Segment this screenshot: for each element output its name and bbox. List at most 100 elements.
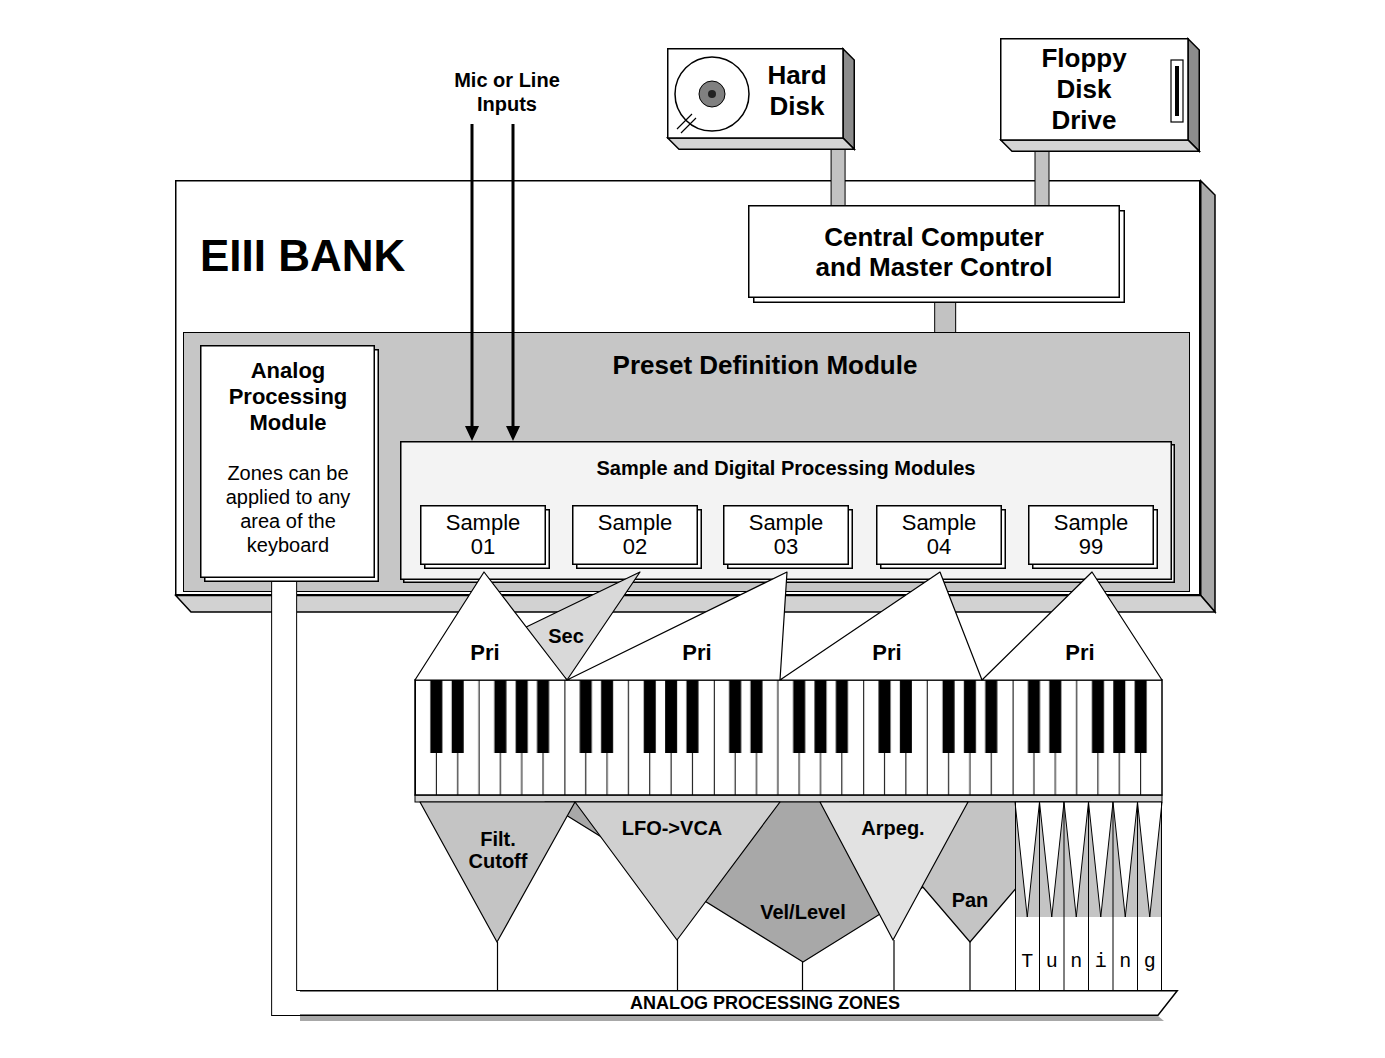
disk-arm <box>677 114 696 133</box>
floppy-drive-box-text: Floppy Disk Drive <box>1028 43 1140 136</box>
text-slot: Floppy Disk Drive <box>1028 43 1140 136</box>
primary-zone: Pri <box>780 572 982 680</box>
primary-zone-text: Pri <box>667 640 727 666</box>
processing-zone-text: Filt. Cutoff <box>459 828 537 872</box>
sample-box-text: Sample 04 <box>896 511 982 559</box>
primary-zone: Pri <box>982 572 1162 680</box>
text-slot: Central Computer and Master Control <box>803 222 1065 282</box>
pipe-outline <box>934 303 956 332</box>
zone-line <box>893 940 894 990</box>
zones-bar-text: ANALOG PROCESSING ZONES <box>565 993 965 1013</box>
sample-box: Sample 02 <box>572 505 702 569</box>
box-side-face <box>1188 39 1199 152</box>
text-slot: LFO->VCA <box>607 816 737 840</box>
zone-triangle <box>420 802 575 942</box>
tuning-zones: Tuning <box>1015 802 1162 990</box>
floppy-drive-box: Floppy Disk Drive <box>1000 38 1200 152</box>
processing-zone-text: LFO->VCA <box>607 816 737 840</box>
analog-module-box: Analog Processing ModuleZones can be app… <box>200 345 379 582</box>
input-label: Mic or Line Inputs <box>443 68 571 116</box>
connector-pipe <box>945 303 946 332</box>
tuning-triangle <box>1089 802 1114 917</box>
text-slot: Sample 04 <box>896 511 982 559</box>
input-arrow-shaft <box>512 124 515 428</box>
sample-box: Sample 99 <box>1028 505 1158 569</box>
text-slot: Filt. Cutoff <box>459 828 537 872</box>
primary-zone-text: Pri <box>1050 640 1110 666</box>
zones-bar: ANALOG PROCESSING ZONES <box>300 990 1178 1022</box>
connector-line <box>677 940 678 990</box>
pipe-body <box>832 150 845 205</box>
analog-module-box-text: Zones can be applied to any area of the … <box>213 461 363 557</box>
text-slot: Sample 01 <box>440 511 526 559</box>
primary-zone: Pri <box>415 572 567 680</box>
box-side-face <box>843 49 854 150</box>
text-slot: Vel/Level <box>743 900 863 924</box>
text-slot: Pan <box>940 888 1000 912</box>
processing-zone: Arpeg. <box>820 802 968 940</box>
box-bottom-face <box>668 138 855 149</box>
bar-shadow <box>300 1016 1164 1021</box>
connector-pipe <box>1042 152 1043 205</box>
primary-zone: Pri <box>567 572 787 680</box>
bank-front-face <box>176 181 1200 595</box>
input-arrow-head <box>506 426 520 441</box>
disk-hub <box>699 81 725 107</box>
keyboard-base <box>415 795 1162 802</box>
connector-line <box>802 962 803 990</box>
preset-module-panel: Preset Definition Module Analog Processin… <box>183 332 1190 592</box>
text-slot: Sample 03 <box>743 511 829 559</box>
card-front <box>1029 506 1154 565</box>
text-slot: Tuning <box>1021 950 1171 974</box>
primary-zone-text: Pri <box>857 640 917 666</box>
zone-line <box>802 962 803 990</box>
text-slot: Pri <box>857 640 917 666</box>
processing-zone-outline <box>420 802 575 942</box>
text-slot: Arpeg. <box>848 816 938 840</box>
processing-zone: LFO->VCA <box>575 802 780 940</box>
sample-box-text: Sample 02 <box>592 511 678 559</box>
card-front <box>401 442 1172 580</box>
sample-box: Sample 01 <box>420 505 550 569</box>
pipe-body <box>1036 152 1049 205</box>
hard-disk-box-outline <box>667 48 855 150</box>
sample-box: Sample 03 <box>723 505 853 569</box>
text-slot: Pri <box>667 640 727 666</box>
keyboard <box>415 680 1162 795</box>
text-slot: Hard Disk <box>755 60 839 122</box>
text-slot: Pri <box>455 640 515 666</box>
sample-box-text: Sample 01 <box>440 511 526 559</box>
pipe-outline <box>284 582 300 1003</box>
zone-line <box>677 940 678 990</box>
processing-zone-text: Arpeg. <box>848 816 938 840</box>
hard-disk-box-text: Hard Disk <box>755 60 839 122</box>
tuning-triangle <box>1138 802 1163 917</box>
card-front <box>877 506 1002 565</box>
bar-band <box>300 991 1177 1016</box>
card-front <box>749 206 1120 298</box>
sample-module-panel-text: Sample and Digital Processing Modules <box>436 456 1136 480</box>
input-arrow-head <box>465 426 479 441</box>
card-front <box>201 346 375 578</box>
text-slot: Sample 99 <box>1048 511 1134 559</box>
processing-zone-text: Pan <box>940 888 1000 912</box>
zone-triangle <box>982 572 1162 680</box>
card-front <box>421 506 546 565</box>
pipe-outline <box>831 150 846 205</box>
text-slot: ANALOG PROCESSING ZONES <box>565 993 965 1013</box>
analog-module-box-text: Analog Processing Module <box>212 358 364 436</box>
hard-disk-box: Hard Disk <box>667 48 855 150</box>
disk-spindle <box>708 90 716 98</box>
text-slot: Pri <box>1050 640 1110 666</box>
tuning-zones-text: Tuning <box>1021 950 1171 974</box>
connector-pipe <box>284 582 300 1003</box>
tuning-triangle <box>1015 802 1040 917</box>
primary-zone-outline <box>567 572 787 680</box>
preset-module-panel-text: Preset Definition Module <box>505 350 1025 381</box>
drive-slot <box>1171 60 1183 122</box>
drive-slot-opening <box>1175 66 1179 116</box>
card-front <box>573 506 698 565</box>
zone-triangle <box>780 572 982 680</box>
